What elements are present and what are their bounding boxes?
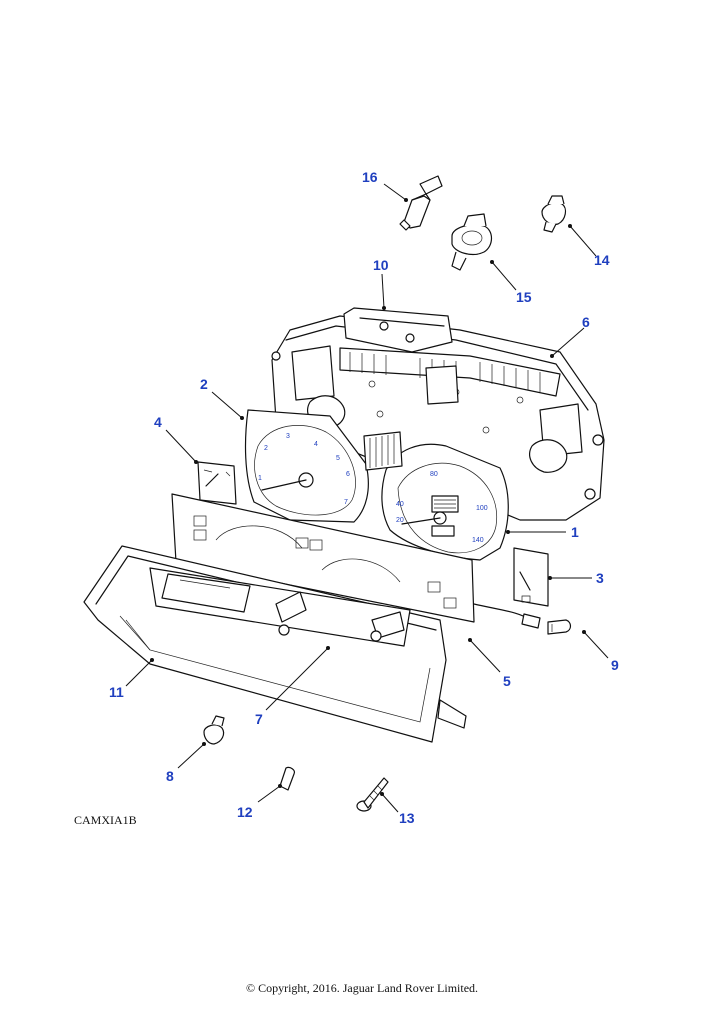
callout-6[interactable]: 6 bbox=[582, 314, 590, 330]
callout-5[interactable]: 5 bbox=[503, 673, 511, 689]
part-3-small-gauge bbox=[513, 547, 549, 607]
tacho-scale-7: 7 bbox=[344, 499, 348, 506]
tacho-scale-2: 2 bbox=[264, 445, 268, 452]
copyright-notice: © Copyright, 2016. Jaguar Land Rover Lim… bbox=[245, 981, 479, 995]
part-15-bulb-holder bbox=[451, 213, 493, 271]
callout-4[interactable]: 4 bbox=[154, 414, 162, 430]
callout-11[interactable]: 11 bbox=[109, 684, 124, 700]
part-13-screw bbox=[356, 777, 389, 812]
part-11-front-bezel bbox=[83, 545, 467, 743]
callout-8[interactable]: 8 bbox=[166, 768, 174, 784]
callout-10[interactable]: 10 bbox=[373, 257, 389, 273]
callout-12[interactable]: 12 bbox=[237, 804, 253, 820]
speedo-scale-100: 100 bbox=[476, 505, 488, 512]
tacho-scale-3: 3 bbox=[286, 433, 290, 440]
part-2-tachometer-dial: 1 2 3 4 5 6 7 bbox=[244, 409, 403, 523]
callouts: 16 15 14 10 6 2 4 1 3 9 5 11 7 8 12 13 bbox=[109, 169, 619, 826]
tacho-scale-4: 4 bbox=[314, 441, 318, 448]
part-9-bulb bbox=[547, 619, 572, 635]
callout-14[interactable]: 14 bbox=[594, 252, 610, 268]
callout-9[interactable]: 9 bbox=[611, 657, 619, 673]
part-5-faceplate bbox=[171, 493, 541, 629]
leader-lines bbox=[125, 183, 609, 813]
callout-16[interactable]: 16 bbox=[362, 169, 378, 185]
part-10-connector-bracket bbox=[343, 307, 453, 353]
callout-2[interactable]: 2 bbox=[200, 376, 208, 392]
part-12-bulb bbox=[279, 766, 295, 791]
part-14-bulb-holder bbox=[541, 195, 567, 233]
part-1-speedometer-dial: 20 40 80 100 140 bbox=[381, 443, 509, 561]
drawing-code: CAMXIA1B bbox=[74, 813, 137, 827]
part-16-bulb-holder bbox=[399, 175, 443, 231]
speedo-scale-140: 140 bbox=[472, 537, 484, 544]
part-8-bulb-holder bbox=[203, 715, 225, 745]
tacho-scale-5: 5 bbox=[336, 455, 340, 462]
part-4-small-gauge bbox=[197, 461, 237, 505]
callout-13[interactable]: 13 bbox=[399, 810, 415, 826]
callout-1[interactable]: 1 bbox=[571, 524, 579, 540]
callout-3[interactable]: 3 bbox=[596, 570, 604, 586]
speedo-scale-40: 40 bbox=[396, 501, 404, 508]
tacho-scale-1: 1 bbox=[258, 475, 262, 482]
tacho-scale-6: 6 bbox=[346, 471, 350, 478]
speedo-scale-20: 20 bbox=[396, 517, 404, 524]
callout-15[interactable]: 15 bbox=[516, 289, 532, 305]
callout-7[interactable]: 7 bbox=[255, 711, 263, 727]
speedo-scale-80: 80 bbox=[430, 471, 438, 478]
